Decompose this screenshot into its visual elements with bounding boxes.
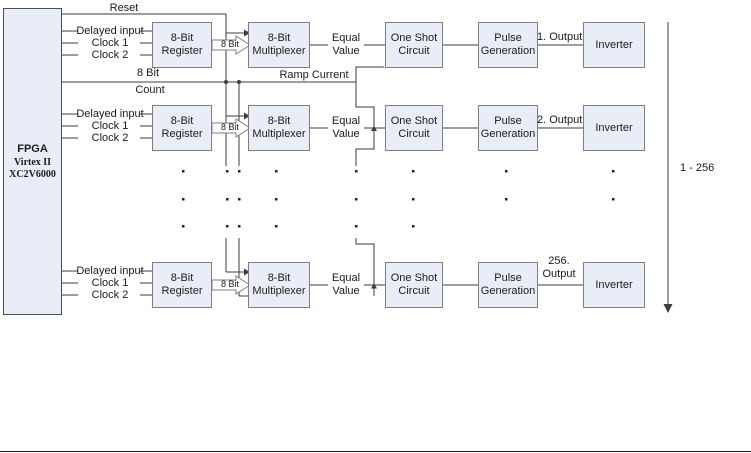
row1-input-delayed: Delayed input [76,25,144,37]
count-bus-label-line1: 8 Bit [136,67,159,79]
row3-pulse-line2: Generation [480,285,536,297]
row3-pulse-block: Pulse Generation [478,262,538,308]
row1-equal-line2: Value [332,45,360,57]
row3-mux-line1: 8-Bit [267,272,291,284]
row3-equal-value-label: Equal Value [326,272,366,298]
row3-bus-arrow-label: 8 Bit [220,279,239,289]
ramp-current-label: Ramp Current [279,69,349,81]
row1-input-clock1: Clock 1 [91,37,129,49]
row2-input-clock2: Clock 2 [91,132,129,144]
oneshot-to-pulse-wires [443,44,478,286]
row1-bus-arrow-label: 8 Bit [220,39,239,49]
range-label: 1 - 256 [680,162,715,174]
bus-block-arrow-row2 [211,118,251,138]
row1-oneshot-line2: Circuit [398,45,430,57]
row2-output-line1: 2. Output [537,114,583,126]
row3-pulse-line1: Pulse [494,272,522,284]
bus-block-arrow-row3 [211,275,251,295]
row1-register-line2: Register [161,45,203,57]
row1-pulse-line2: Generation [480,45,536,57]
row2-pulse-line2: Generation [480,128,536,140]
count-bus-label-line2: Count [135,84,165,96]
row3-register-block: 8-Bit Register [152,262,212,308]
row1-equal-line1: Equal [331,32,361,44]
row3-register-line1: 8-Bit [170,272,194,284]
row2-output-label: 2. Output [537,114,583,127]
row2-mux-line2: Multiplexer [252,128,306,140]
row1-register-block: 8-Bit Register [152,22,212,68]
row2-equal-value-label: Equal Value [326,115,366,141]
row3-output-line1: 256. [548,255,570,267]
row3-register-line2: Register [161,285,203,297]
row2-equal-line1: Equal [331,115,361,127]
row1-pulse-line1: Pulse [494,32,522,44]
row2-pulse-block: Pulse Generation [478,105,538,151]
range-arrow [663,22,673,313]
row3-input-delayed: Delayed input [76,265,144,277]
row3-inverter-label: Inverter [595,278,633,291]
row2-inverter-label: Inverter [595,121,633,134]
row1-equal-value-label: Equal Value [326,32,366,58]
row2-inverter-block: Inverter [583,105,645,151]
row1-oneshot-line1: One Shot [390,32,438,44]
row1-inverter-label: Inverter [595,38,633,51]
reset-wire [62,13,250,276]
row2-register-block: 8-Bit Register [152,105,212,151]
row2-input-delayed: Delayed input [76,108,144,120]
row2-oneshot-line1: One Shot [390,115,438,127]
row3-output-label: 256. Output [537,255,581,281]
row3-oneshot-block: One Shot Circuit [385,262,443,308]
row2-oneshot-block: One Shot Circuit [385,105,443,151]
fpga-model-line1: Virtex II [13,157,52,168]
row1-input-clock2: Clock 2 [91,49,129,61]
row1-oneshot-block: One Shot Circuit [385,22,443,68]
row3-inverter-block: Inverter [583,262,645,308]
row3-output-line2: Output [542,268,576,280]
row2-bus-arrow-label: 8 Bit [220,122,239,132]
row2-multiplexer-block: 8-Bit Multiplexer [248,105,310,151]
page-bottom-edge [0,451,751,452]
row1-register-line1: 8-Bit [170,32,194,44]
fpga-model-line2: XC2V6000 [9,169,56,180]
row1-multiplexer-block: 8-Bit Multiplexer [248,22,310,68]
continuation-dots [182,170,615,228]
row2-mux-line1: 8-Bit [267,115,291,127]
input-stub-wires [62,30,152,296]
row3-input-clock1: Clock 1 [91,277,129,289]
row2-equal-line2: Value [332,128,360,140]
row3-oneshot-line1: One Shot [390,272,438,284]
row3-mux-line2: Multiplexer [252,285,306,297]
row3-equal-line2: Value [332,285,360,297]
fpga-name: FPGA [17,143,48,155]
ramp-current-wire [355,66,384,296]
row2-input-clock1: Clock 1 [91,120,129,132]
pulse-to-inverter-wires [538,44,583,286]
reset-label: Reset [109,2,139,14]
row1-mux-line1: 8-Bit [267,32,291,44]
row2-register-line1: 8-Bit [170,115,194,127]
row3-multiplexer-block: 8-Bit Multiplexer [248,262,310,308]
row3-equal-line1: Equal [331,272,361,284]
row3-oneshot-line2: Circuit [398,285,430,297]
row3-input-clock2: Clock 2 [91,289,129,301]
row1-pulse-block: Pulse Generation [478,22,538,68]
row1-output-label: 1. Output [537,31,583,44]
row1-output-line1: 1. Output [537,31,583,43]
fpga-block: FPGA Virtex II XC2V6000 [3,8,62,315]
row1-mux-line2: Multiplexer [252,45,306,57]
row2-register-line2: Register [161,128,203,140]
row2-pulse-line1: Pulse [494,115,522,127]
row2-oneshot-line2: Circuit [398,128,430,140]
equal-value-wires [310,44,385,286]
bus-block-arrow-row1 [211,35,251,55]
row1-inverter-block: Inverter [583,22,645,68]
